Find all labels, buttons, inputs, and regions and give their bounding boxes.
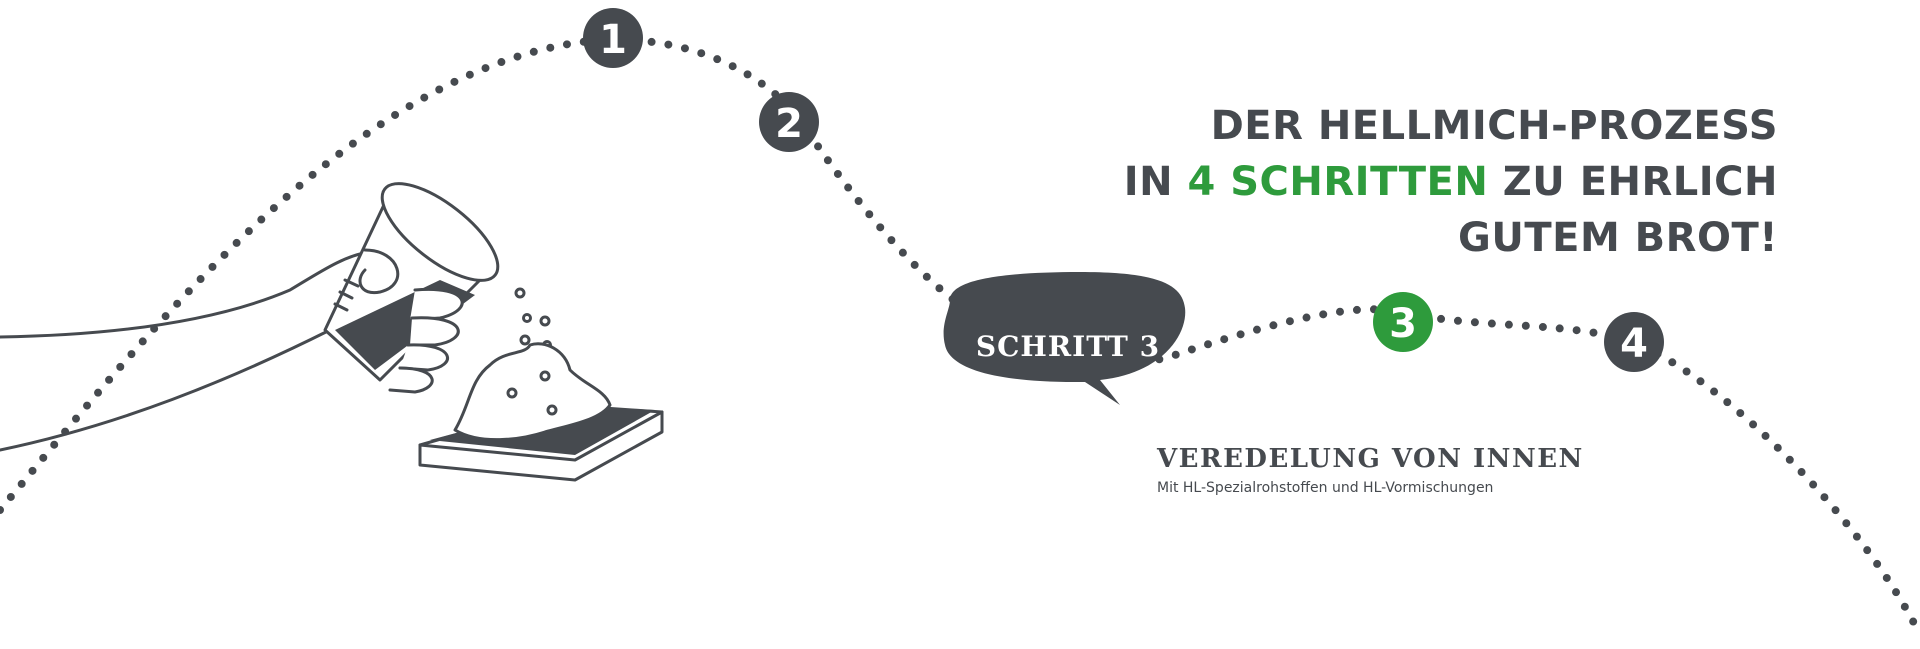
svg-text:3: 3 — [1389, 301, 1417, 347]
step-speech-bubble: SCHRITT 3 — [943, 272, 1186, 405]
svg-text:4: 4 — [1620, 321, 1648, 367]
step-marker-4: 4 — [1604, 312, 1664, 372]
heading-line-2-prefix: IN — [1123, 159, 1188, 205]
heading-line-3: GUTEM BROT! — [1458, 215, 1778, 261]
step-title: VEREDELUNG VON INNEN — [1157, 444, 1584, 474]
step-marker-1: 1 — [583, 8, 643, 68]
svg-text:1: 1 — [599, 17, 627, 63]
page-heading: DER HELLMICH-PROZESS IN 4 SCHRITTEN ZU E… — [1124, 98, 1778, 266]
step-description: VEREDELUNG VON INNEN Mit HL-Spezialrohst… — [1157, 444, 1584, 496]
step-marker-3: 3 — [1373, 292, 1433, 352]
step-subtitle: Mit HL-Spezialrohstoffen und HL-Vormisch… — [1157, 480, 1494, 496]
heading-accent: 4 SCHRITTEN — [1187, 159, 1489, 205]
hand-pouring-cup-onto-board-icon — [0, 182, 664, 482]
heading-line-2-suffix: ZU EHRLICH — [1488, 159, 1778, 205]
step-marker-2: 2 — [759, 92, 819, 152]
bubble-label: SCHRITT 3 — [976, 330, 1160, 363]
svg-text:2: 2 — [775, 101, 803, 147]
heading-line-2: IN 4 SCHRITTEN ZU EHRLICH — [1124, 154, 1778, 210]
heading-line-1: DER HELLMICH-PROZESS — [1210, 103, 1778, 149]
